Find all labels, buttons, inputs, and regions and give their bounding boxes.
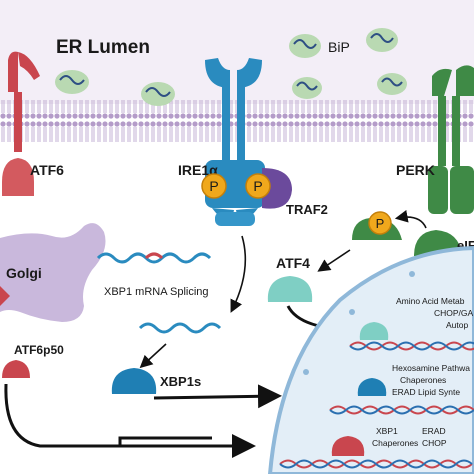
traf2-label: TRAF2	[286, 202, 328, 217]
xbp1-target-1: Hexosamine Pathwa	[392, 363, 470, 373]
xbp1-target-2: Chaperones	[400, 375, 446, 385]
xbp1-target-3: ERAD	[392, 387, 416, 397]
perk-to-eif2a-arrow	[394, 209, 427, 229]
atf6-target-1: XBP1	[376, 426, 398, 436]
perk-dimer	[428, 65, 474, 214]
atf4-label: ATF4	[276, 255, 310, 271]
atf6p50-bound	[331, 436, 365, 456]
xbp1-target-4: Lipid Synte	[418, 387, 460, 397]
golgi-body	[0, 223, 106, 322]
bip-label: BiP	[328, 39, 350, 55]
bip-protein-5	[292, 77, 322, 99]
eif2a-to-atf4-arrow	[317, 249, 351, 272]
ire1-phospho-left: P	[201, 173, 227, 199]
xbp1s-mrna	[138, 322, 222, 334]
mrna-to-xbp1s-arrow	[139, 343, 167, 369]
atf4-protein	[267, 276, 313, 302]
atf4-target-3: Autop	[446, 320, 468, 330]
golgi-label: Golgi	[6, 265, 42, 281]
atf4-target-2: CHOP/GA	[434, 308, 474, 318]
eif2a-phosphorylated: P	[352, 211, 402, 240]
xbp1-splicing-label: XBP1 mRNA Splicing	[104, 286, 209, 298]
xbp1-mrna	[96, 252, 212, 264]
atf6-target-4: CHOP	[422, 438, 447, 448]
xbp1s-label: XBP1s	[160, 374, 201, 389]
svg-text:P: P	[376, 216, 385, 231]
atf6-label: ATF6	[30, 162, 64, 178]
ire1-splicing-arrow	[230, 235, 247, 313]
svg-text:P: P	[253, 178, 262, 194]
atf6-target-3: ERAD	[422, 426, 446, 436]
perk-label: PERK	[396, 162, 435, 178]
atf6p50-protein	[2, 360, 30, 378]
bip-protein-1	[55, 70, 89, 94]
atf6-target-2: Chaperones	[372, 438, 418, 448]
ire1-phospho-right: P	[245, 173, 271, 199]
bip-protein-6	[377, 73, 407, 95]
ire1a-label: IRE1α	[178, 162, 218, 178]
atf6p50-path-arrow	[4, 383, 120, 448]
xbp1s-bound	[357, 378, 387, 396]
atf6p50-to-nucleus-arrow	[118, 434, 256, 458]
dna-strand-atf6	[279, 459, 473, 469]
atf6-receptor	[2, 51, 40, 196]
dna-strand-xbp1	[329, 405, 474, 415]
svg-text:P: P	[209, 178, 218, 194]
bip-protein-4	[366, 28, 398, 52]
atf4-bound	[359, 322, 389, 340]
bip-protein-2	[141, 82, 175, 106]
er-lumen-title: ER Lumen	[56, 37, 150, 58]
nucleus	[267, 245, 474, 474]
xbp1s-to-nucleus-arrow	[153, 384, 282, 409]
golgi-cleavage-mark	[0, 286, 10, 306]
atf6p50-label: ATF6p50	[14, 343, 64, 357]
bip-protein-3	[289, 34, 321, 58]
atf4-target-1: Amino Acid Metab	[396, 296, 465, 306]
xbp1s-protein	[111, 368, 157, 394]
traf2-protein	[262, 168, 292, 209]
dna-strand-atf4	[349, 341, 474, 351]
